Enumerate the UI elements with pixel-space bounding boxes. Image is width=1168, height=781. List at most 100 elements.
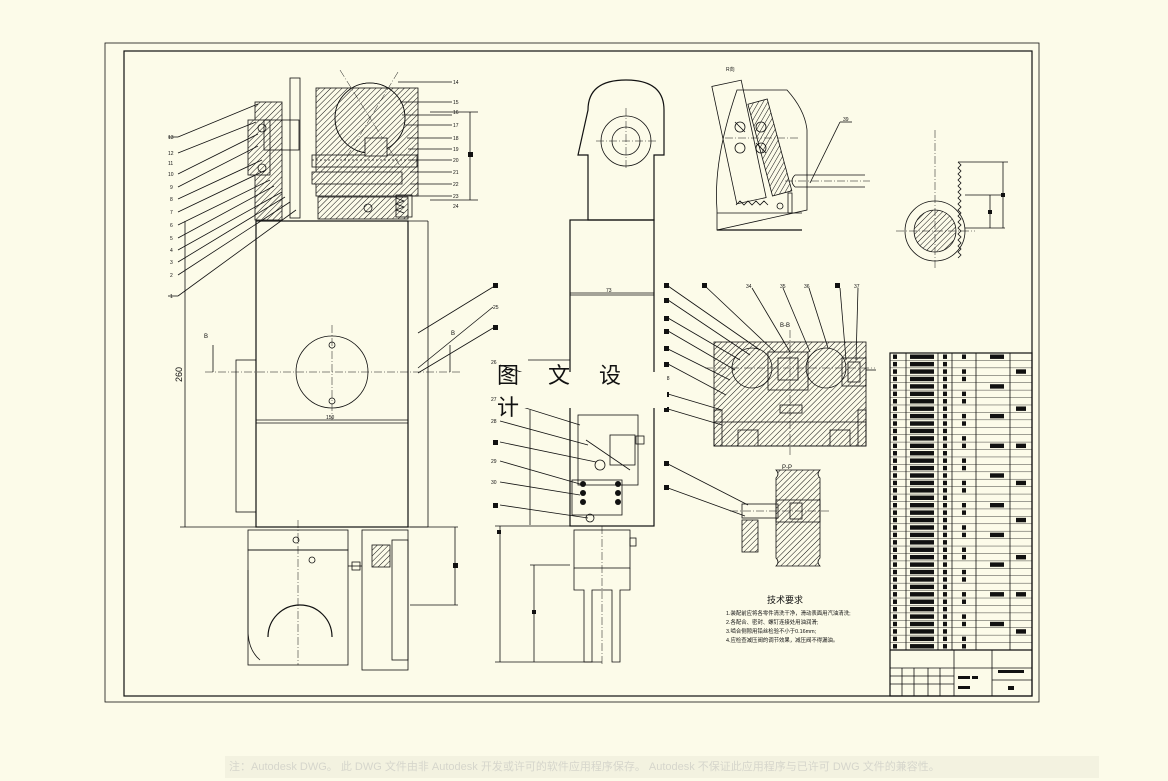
svg-text:22: 22	[453, 182, 459, 188]
parts-list-name-mark	[910, 361, 934, 367]
parts-list-name-mark	[910, 443, 934, 449]
svg-text:24: 24	[453, 204, 459, 210]
parts-list-qty-mark	[943, 584, 947, 590]
shaft-detail	[896, 130, 1008, 270]
svg-text:3: 3	[170, 260, 173, 266]
parts-list-material-mark	[962, 376, 966, 382]
svg-text:28: 28	[491, 419, 497, 425]
parts-list-qty-mark	[943, 540, 947, 545]
parts-list-material-mark	[962, 577, 966, 582]
parts-list-name-mark	[910, 413, 934, 419]
parts-list-remark-mark	[1016, 443, 1026, 449]
parts-list-material-mark	[962, 399, 966, 404]
svg-text:19: 19	[453, 147, 459, 153]
parts-list-name-mark	[910, 369, 934, 374]
section-mark-left: B	[204, 334, 208, 340]
parts-list-index-mark	[893, 473, 897, 478]
parts-list-material-mark	[962, 532, 966, 538]
parts-list-index-mark	[893, 369, 897, 374]
section-pp	[664, 461, 830, 567]
side-view	[495, 79, 665, 664]
parts-list-material-mark	[962, 436, 966, 441]
parts-list-note-mark	[990, 384, 1004, 389]
part-numbers-left: 13 12 11 10 9 8 7 6 5 4 3 2 1	[168, 135, 174, 300]
parts-list-remark-mark	[1016, 517, 1026, 523]
svg-text:15: 15	[453, 100, 459, 106]
svg-text:12: 12	[168, 151, 174, 157]
parts-list-qty-mark	[943, 621, 947, 627]
leader-lines-mid	[417, 283, 597, 519]
parts-list-name-mark	[910, 644, 934, 649]
parts-list-qty-mark	[943, 525, 947, 530]
svg-text:14: 14	[453, 80, 459, 86]
parts-list-name-mark	[910, 577, 934, 582]
parts-list-qty-mark	[943, 636, 947, 642]
parts-list-material-mark	[962, 391, 966, 397]
dim-150: 150	[326, 415, 335, 421]
parts-list-material-mark	[962, 592, 966, 597]
parts-list-qty-mark	[943, 644, 947, 649]
r-view	[711, 79, 870, 231]
parts-list-remark-mark	[1016, 629, 1026, 634]
parts-list-material-mark	[962, 480, 966, 486]
svg-text:17: 17	[453, 123, 459, 129]
parts-list-qty-mark	[943, 606, 947, 612]
parts-list-material-mark	[962, 510, 966, 515]
parts-list-index-mark	[893, 621, 897, 627]
parts-list-index-mark	[893, 421, 897, 426]
parts-list-qty-mark	[943, 547, 947, 552]
parts-list-qty-mark	[943, 443, 947, 449]
leader-lines-top	[398, 81, 452, 197]
parts-list-note-mark	[990, 443, 1004, 449]
parts-list-qty-mark	[943, 562, 947, 567]
parts-list-qty-mark	[943, 436, 947, 441]
svg-text:27: 27	[491, 397, 497, 403]
parts-list-material-mark	[962, 369, 966, 374]
parts-list-note-mark	[990, 562, 1004, 567]
parts-list-index-mark	[893, 376, 897, 382]
svg-text:23: 23	[453, 194, 459, 200]
parts-list-index-mark	[893, 413, 897, 419]
svg-text:25: 25	[493, 305, 499, 311]
parts-list-qty-mark	[943, 503, 947, 508]
parts-list-name-mark	[910, 495, 934, 500]
parts-list-qty-mark	[943, 354, 947, 359]
parts-list-material-mark	[962, 614, 966, 619]
parts-list-note-mark	[990, 532, 1004, 538]
parts-list-note-mark	[990, 503, 1004, 508]
parts-list-name-mark	[910, 532, 934, 538]
parts-list	[889, 352, 1033, 697]
parts-list-name-mark	[910, 354, 934, 359]
parts-list-index-mark	[893, 451, 897, 456]
parts-list-name-mark	[910, 599, 934, 604]
svg-text:8: 8	[170, 197, 173, 203]
parts-list-qty-mark	[943, 532, 947, 538]
parts-list-index-mark	[893, 629, 897, 634]
parts-list-remark-mark	[1016, 554, 1026, 560]
parts-list-name-mark	[910, 406, 934, 411]
dim-260: 260	[174, 367, 184, 382]
tech-req-3: 3.啮合侧隙用铅丝检验不小于0.16mm;	[726, 627, 817, 635]
parts-list-name-mark	[910, 510, 934, 515]
parts-list-material-mark	[962, 599, 966, 604]
parts-list-name-mark	[910, 592, 934, 597]
parts-list-index-mark	[893, 480, 897, 486]
parts-list-name-mark	[910, 606, 934, 612]
parts-list-qty-mark	[943, 391, 947, 397]
parts-list-qty-mark	[943, 384, 947, 389]
parts-list-index-mark	[893, 406, 897, 411]
parts-list-qty-mark	[943, 480, 947, 486]
parts-list-name-mark	[910, 569, 934, 575]
parts-list-remark-mark	[1016, 592, 1026, 597]
parts-list-qty-mark	[943, 369, 947, 374]
section-pp-label: P-P	[782, 465, 792, 471]
parts-list-name-mark	[910, 629, 934, 634]
section-mark-right: B	[451, 331, 455, 337]
dim-73: 73	[606, 288, 612, 294]
svg-text:30: 30	[491, 480, 497, 486]
parts-list-index-mark	[893, 436, 897, 441]
parts-list-qty-mark	[943, 458, 947, 463]
parts-list-qty-mark	[943, 465, 947, 471]
parts-list-index-mark	[893, 503, 897, 508]
